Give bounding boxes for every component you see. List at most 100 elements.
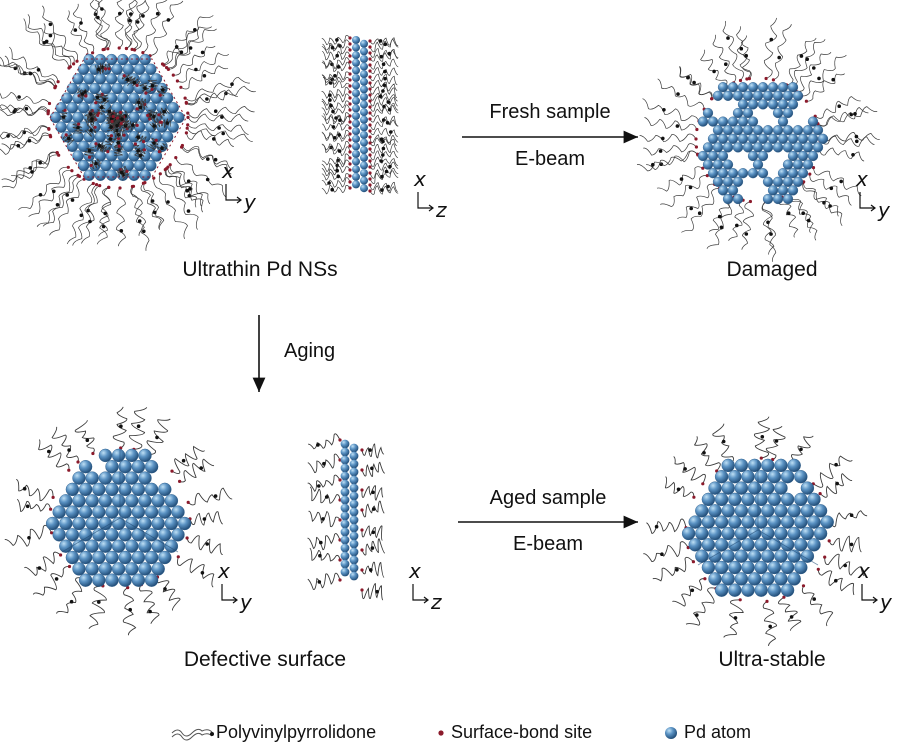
pd-atom xyxy=(768,493,781,506)
pd-atom xyxy=(783,125,793,135)
surface-bond-site xyxy=(54,85,57,88)
pvp-ligand xyxy=(674,456,706,483)
axis-letter-x: x xyxy=(855,167,868,191)
pd-atom xyxy=(341,480,350,489)
surface-bond-site xyxy=(169,163,172,166)
axis-letter-x: x xyxy=(857,559,870,583)
pd-atom xyxy=(781,516,794,529)
pd-atom xyxy=(708,117,718,127)
pd-atom xyxy=(140,73,151,84)
pd-atom xyxy=(158,506,171,519)
surface-bond-site xyxy=(47,109,50,112)
surface-bond-site xyxy=(360,488,363,491)
pd-atom xyxy=(350,540,359,549)
pd-atom xyxy=(748,117,758,127)
pd-atom xyxy=(808,134,818,144)
pvp-ligand xyxy=(640,134,696,142)
surface-bond-site xyxy=(77,123,80,126)
pd-atom xyxy=(341,464,350,473)
pd-atom xyxy=(775,459,788,472)
pd-atom xyxy=(709,572,722,585)
ligand-bead xyxy=(380,175,384,179)
pd-atom xyxy=(808,117,818,127)
surface-bond-site xyxy=(76,460,79,463)
ligand-bead xyxy=(137,424,141,428)
pd-atom xyxy=(768,538,781,551)
fresh-sample-label: Fresh sample xyxy=(462,101,638,124)
pd-atom xyxy=(718,168,728,178)
pd-atom xyxy=(808,493,821,506)
pd-atom xyxy=(341,488,350,497)
pd-atom xyxy=(352,112,360,120)
pd-atom xyxy=(715,493,728,506)
pd-atom xyxy=(728,470,741,483)
pd-atom xyxy=(360,93,368,101)
surface-bond-site xyxy=(772,78,775,81)
ligand-bead xyxy=(27,536,31,540)
ligand-bead xyxy=(689,186,693,190)
pvp-ligand xyxy=(52,427,78,462)
pd-atom xyxy=(773,108,783,118)
pd-atom xyxy=(350,476,359,485)
surface-bond-site xyxy=(348,168,351,171)
pd-atom xyxy=(132,483,145,496)
pd-atom xyxy=(84,54,95,65)
surface-bond-site xyxy=(72,62,75,65)
pd-atom xyxy=(695,504,708,517)
ligand-bead xyxy=(835,482,839,486)
ligand-bead xyxy=(837,104,841,108)
ligand-bead xyxy=(118,12,122,16)
pd-atom xyxy=(801,504,814,517)
pd-atom xyxy=(132,506,145,519)
pd-atom xyxy=(67,102,78,113)
pvp-ligand xyxy=(707,197,734,249)
surface-bond-site xyxy=(68,565,71,568)
ligand-bead xyxy=(387,100,391,104)
surface-bond-site xyxy=(368,93,371,96)
pd-atom xyxy=(78,160,89,171)
pd-atom xyxy=(798,168,808,178)
surface-bond-site xyxy=(348,108,351,111)
surface-bond-site xyxy=(104,67,107,70)
ligand-bead xyxy=(67,137,71,141)
pd-atom xyxy=(117,93,128,104)
pd-atom xyxy=(743,91,753,101)
surface-bond-site xyxy=(338,438,341,441)
ligand-bead xyxy=(128,608,132,612)
pd-atom xyxy=(145,102,156,113)
pd-atom xyxy=(178,517,191,530)
pd-atom xyxy=(132,551,145,564)
surface-bond-site xyxy=(186,123,189,126)
pd-atom xyxy=(715,561,728,574)
pd-atom xyxy=(84,73,95,84)
surface-bond-site xyxy=(368,81,371,84)
surface-bond-site xyxy=(49,134,52,137)
pd-atom xyxy=(748,550,761,563)
pd-atom xyxy=(341,544,350,553)
axis-indicator-xy-2: x y xyxy=(855,167,891,222)
pd-atom xyxy=(79,460,92,473)
ligand-bead xyxy=(199,466,203,470)
pd-atom xyxy=(761,504,774,517)
ligand-bead xyxy=(156,12,160,16)
pd-atom xyxy=(66,528,79,541)
ligand-bead xyxy=(698,211,702,215)
ligand-bead xyxy=(333,136,337,140)
pd-atom xyxy=(66,483,79,496)
surface-bond-site xyxy=(348,126,351,129)
legend-polyvinylpyrrolidone: Polyvinylpyrrolidone xyxy=(216,722,376,743)
surface-bond-site xyxy=(159,121,162,124)
axis-indicator-xy-1: x y xyxy=(221,159,257,214)
pd-atom xyxy=(808,516,821,529)
surface-bond-site xyxy=(749,200,752,203)
surface-bond-site xyxy=(180,146,183,149)
ligand-bead xyxy=(322,462,326,466)
caption-defective: Defective surface xyxy=(150,648,380,672)
pvp-ligand xyxy=(713,35,736,83)
surface-bond-site xyxy=(828,539,831,542)
ligand-bead xyxy=(683,467,687,471)
pd-atom xyxy=(125,540,138,553)
ligand-bead xyxy=(117,141,121,145)
pd-atom xyxy=(758,100,768,110)
ligand-bead xyxy=(718,215,722,219)
